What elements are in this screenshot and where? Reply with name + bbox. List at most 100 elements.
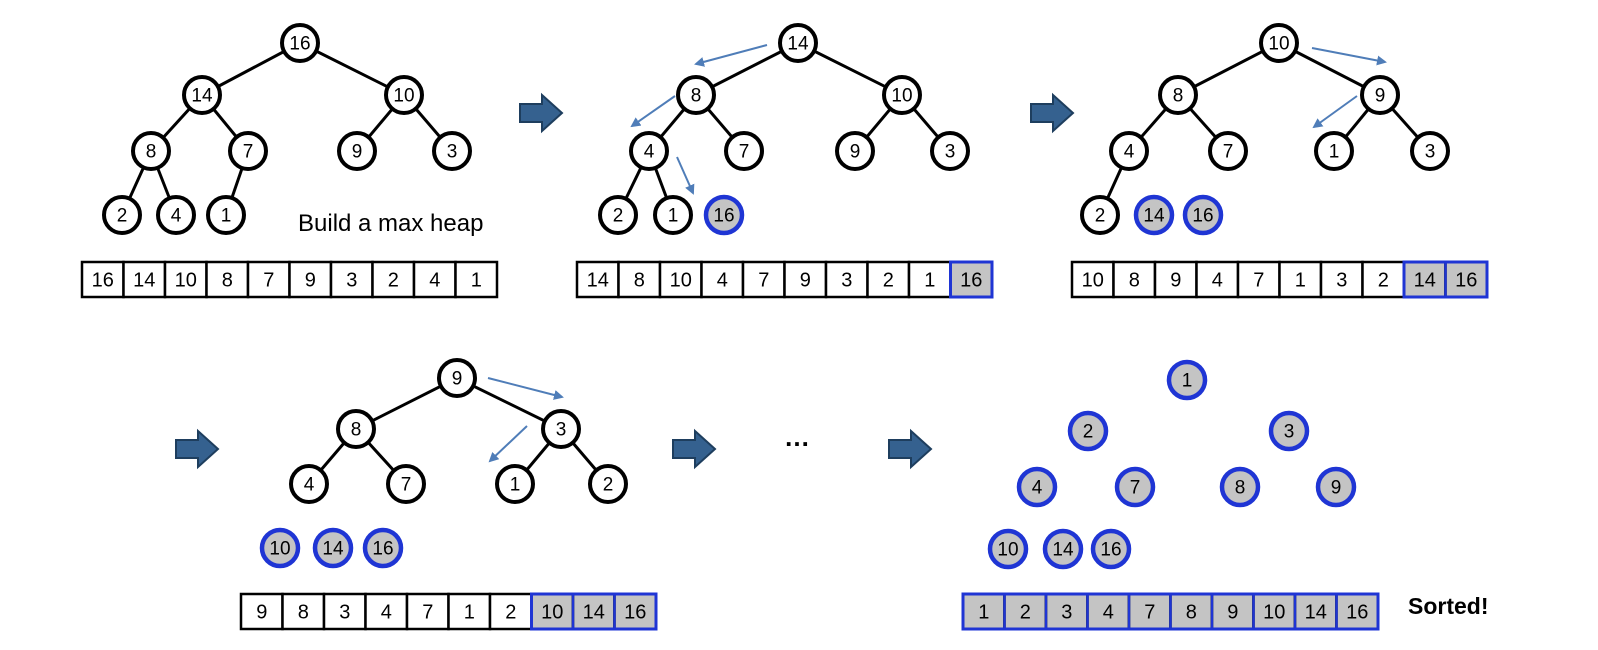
array-cell-label: 16: [92, 270, 114, 292]
heap-node-circle: [1360, 75, 1400, 115]
sorted-node-circle: [987, 528, 1029, 570]
array-cell-label: 2: [1378, 270, 1389, 292]
sorted-node-label: 10: [997, 540, 1018, 561]
heap-node: 7: [724, 131, 764, 171]
sorted-node: 16: [1090, 528, 1132, 570]
heap-node: 4: [289, 464, 329, 504]
array-cell-label: 3: [1061, 602, 1072, 624]
array-cell-label: 16: [1455, 270, 1477, 292]
array-cell-label: 9: [305, 270, 316, 292]
heap-node-label: 9: [452, 369, 463, 390]
heap-node-circle: [156, 195, 196, 235]
heap-node: 10: [882, 75, 922, 115]
array-cell-label: 7: [1253, 270, 1264, 292]
sorted-node-circle: [362, 527, 404, 569]
array-cell-label: 2: [1020, 602, 1031, 624]
heap-node-label: 10: [393, 86, 414, 107]
array-cell-label: 9: [256, 602, 267, 624]
array-cell-label: 2: [505, 602, 516, 624]
heap-node-circle: [676, 75, 716, 115]
heap-node-label: 3: [447, 142, 458, 163]
heap-node: 9: [835, 131, 875, 171]
heap-node-circle: [724, 131, 764, 171]
array-cell-label: 7: [1144, 602, 1155, 624]
heap-node-circle: [289, 464, 329, 504]
array-cell-label: 3: [841, 270, 852, 292]
heap-node-circle: [1080, 195, 1120, 235]
array-cell-label: 4: [381, 602, 392, 624]
array-cell-label: 9: [800, 270, 811, 292]
array-cell-sorted: [1293, 592, 1338, 631]
heap-node-circle: [131, 131, 171, 171]
heap-node-circle: [541, 409, 581, 449]
heap-node-label: 9: [1331, 478, 1342, 499]
heap-node-circle: [384, 75, 424, 115]
right-block-arrow-icon: [672, 428, 717, 470]
array-cell-label: 14: [1414, 270, 1436, 292]
heap-node-label: 3: [556, 420, 567, 441]
array-cell-label: 4: [1103, 602, 1114, 624]
array-cell-label: 8: [298, 602, 309, 624]
thin-arrow-icon: [488, 425, 528, 463]
array-cell-label: 1: [1295, 270, 1306, 292]
array-cell-label: 7: [263, 270, 274, 292]
heap-node-circle: [1158, 75, 1198, 115]
array-cell-label: 1: [978, 602, 989, 624]
heap-node: 7: [1208, 131, 1248, 171]
heap-node: 9: [437, 358, 477, 398]
heap-node: 1: [1166, 359, 1208, 401]
sorted-node: 10: [987, 528, 1029, 570]
heap-node-label: 3: [945, 142, 956, 163]
array-cell-label: 16: [1346, 602, 1368, 624]
array-cell-label: 14: [587, 270, 609, 292]
heap-node-label: 1: [1329, 142, 1340, 163]
heap-node: 10: [1259, 23, 1299, 63]
thin-arrow-icon: [676, 156, 695, 195]
heap-node-circle: [1314, 131, 1354, 171]
sorted-node-circle: [703, 194, 745, 236]
array-cell-label: 10: [1263, 602, 1285, 624]
heap-node-circle: [280, 23, 320, 63]
sorted-node-circle: [259, 527, 301, 569]
heap-node-label: 2: [613, 206, 624, 227]
heap-node-circle: [337, 131, 377, 171]
heap-node-label: 7: [739, 142, 750, 163]
sorted-caption: Sorted!: [1408, 593, 1489, 619]
array-cell: [288, 260, 333, 299]
heap-node-circle: [1259, 23, 1299, 63]
array-cell-label: 2: [388, 270, 399, 292]
heap-node: 1: [1314, 131, 1354, 171]
heap-node-circle: [386, 464, 426, 504]
sorted-node: 14: [1133, 194, 1175, 236]
heap-node: 10: [384, 75, 424, 115]
heap-node-circle: [778, 23, 818, 63]
array-cell-label: 10: [175, 270, 197, 292]
heap-node-label: 1: [221, 206, 232, 227]
sorted-node-circle: [1133, 194, 1175, 236]
heap-node-circle: [653, 195, 693, 235]
heap-node: 3: [1410, 131, 1450, 171]
thin-arrow-icon: [487, 377, 564, 400]
heap-node-label: 8: [146, 142, 157, 163]
heap-node: 16: [280, 23, 320, 63]
sorted-node-label: 14: [322, 539, 344, 560]
heap-node-circle: [1109, 131, 1149, 171]
heap-node-label: 7: [1130, 478, 1141, 499]
heap-node-circle: [102, 195, 142, 235]
heap-node: 3: [930, 131, 970, 171]
thin-arrow-icon: [630, 95, 676, 128]
heap-node-circle: [1016, 466, 1058, 508]
sorted-region-outline: [530, 592, 658, 631]
heap-node-label: 9: [850, 142, 861, 163]
array-cell-label: 8: [1186, 602, 1197, 624]
array-cell-label: 7: [758, 270, 769, 292]
heap-node-label: 8: [351, 420, 362, 441]
heap-node-label: 4: [171, 206, 182, 227]
array-cell-label: 10: [541, 602, 563, 624]
heap-node: 8: [1158, 75, 1198, 115]
heap-node-circle: [1067, 410, 1109, 452]
sorted-node-circle: [1090, 528, 1132, 570]
thin-arrow-icon: [1312, 95, 1358, 129]
